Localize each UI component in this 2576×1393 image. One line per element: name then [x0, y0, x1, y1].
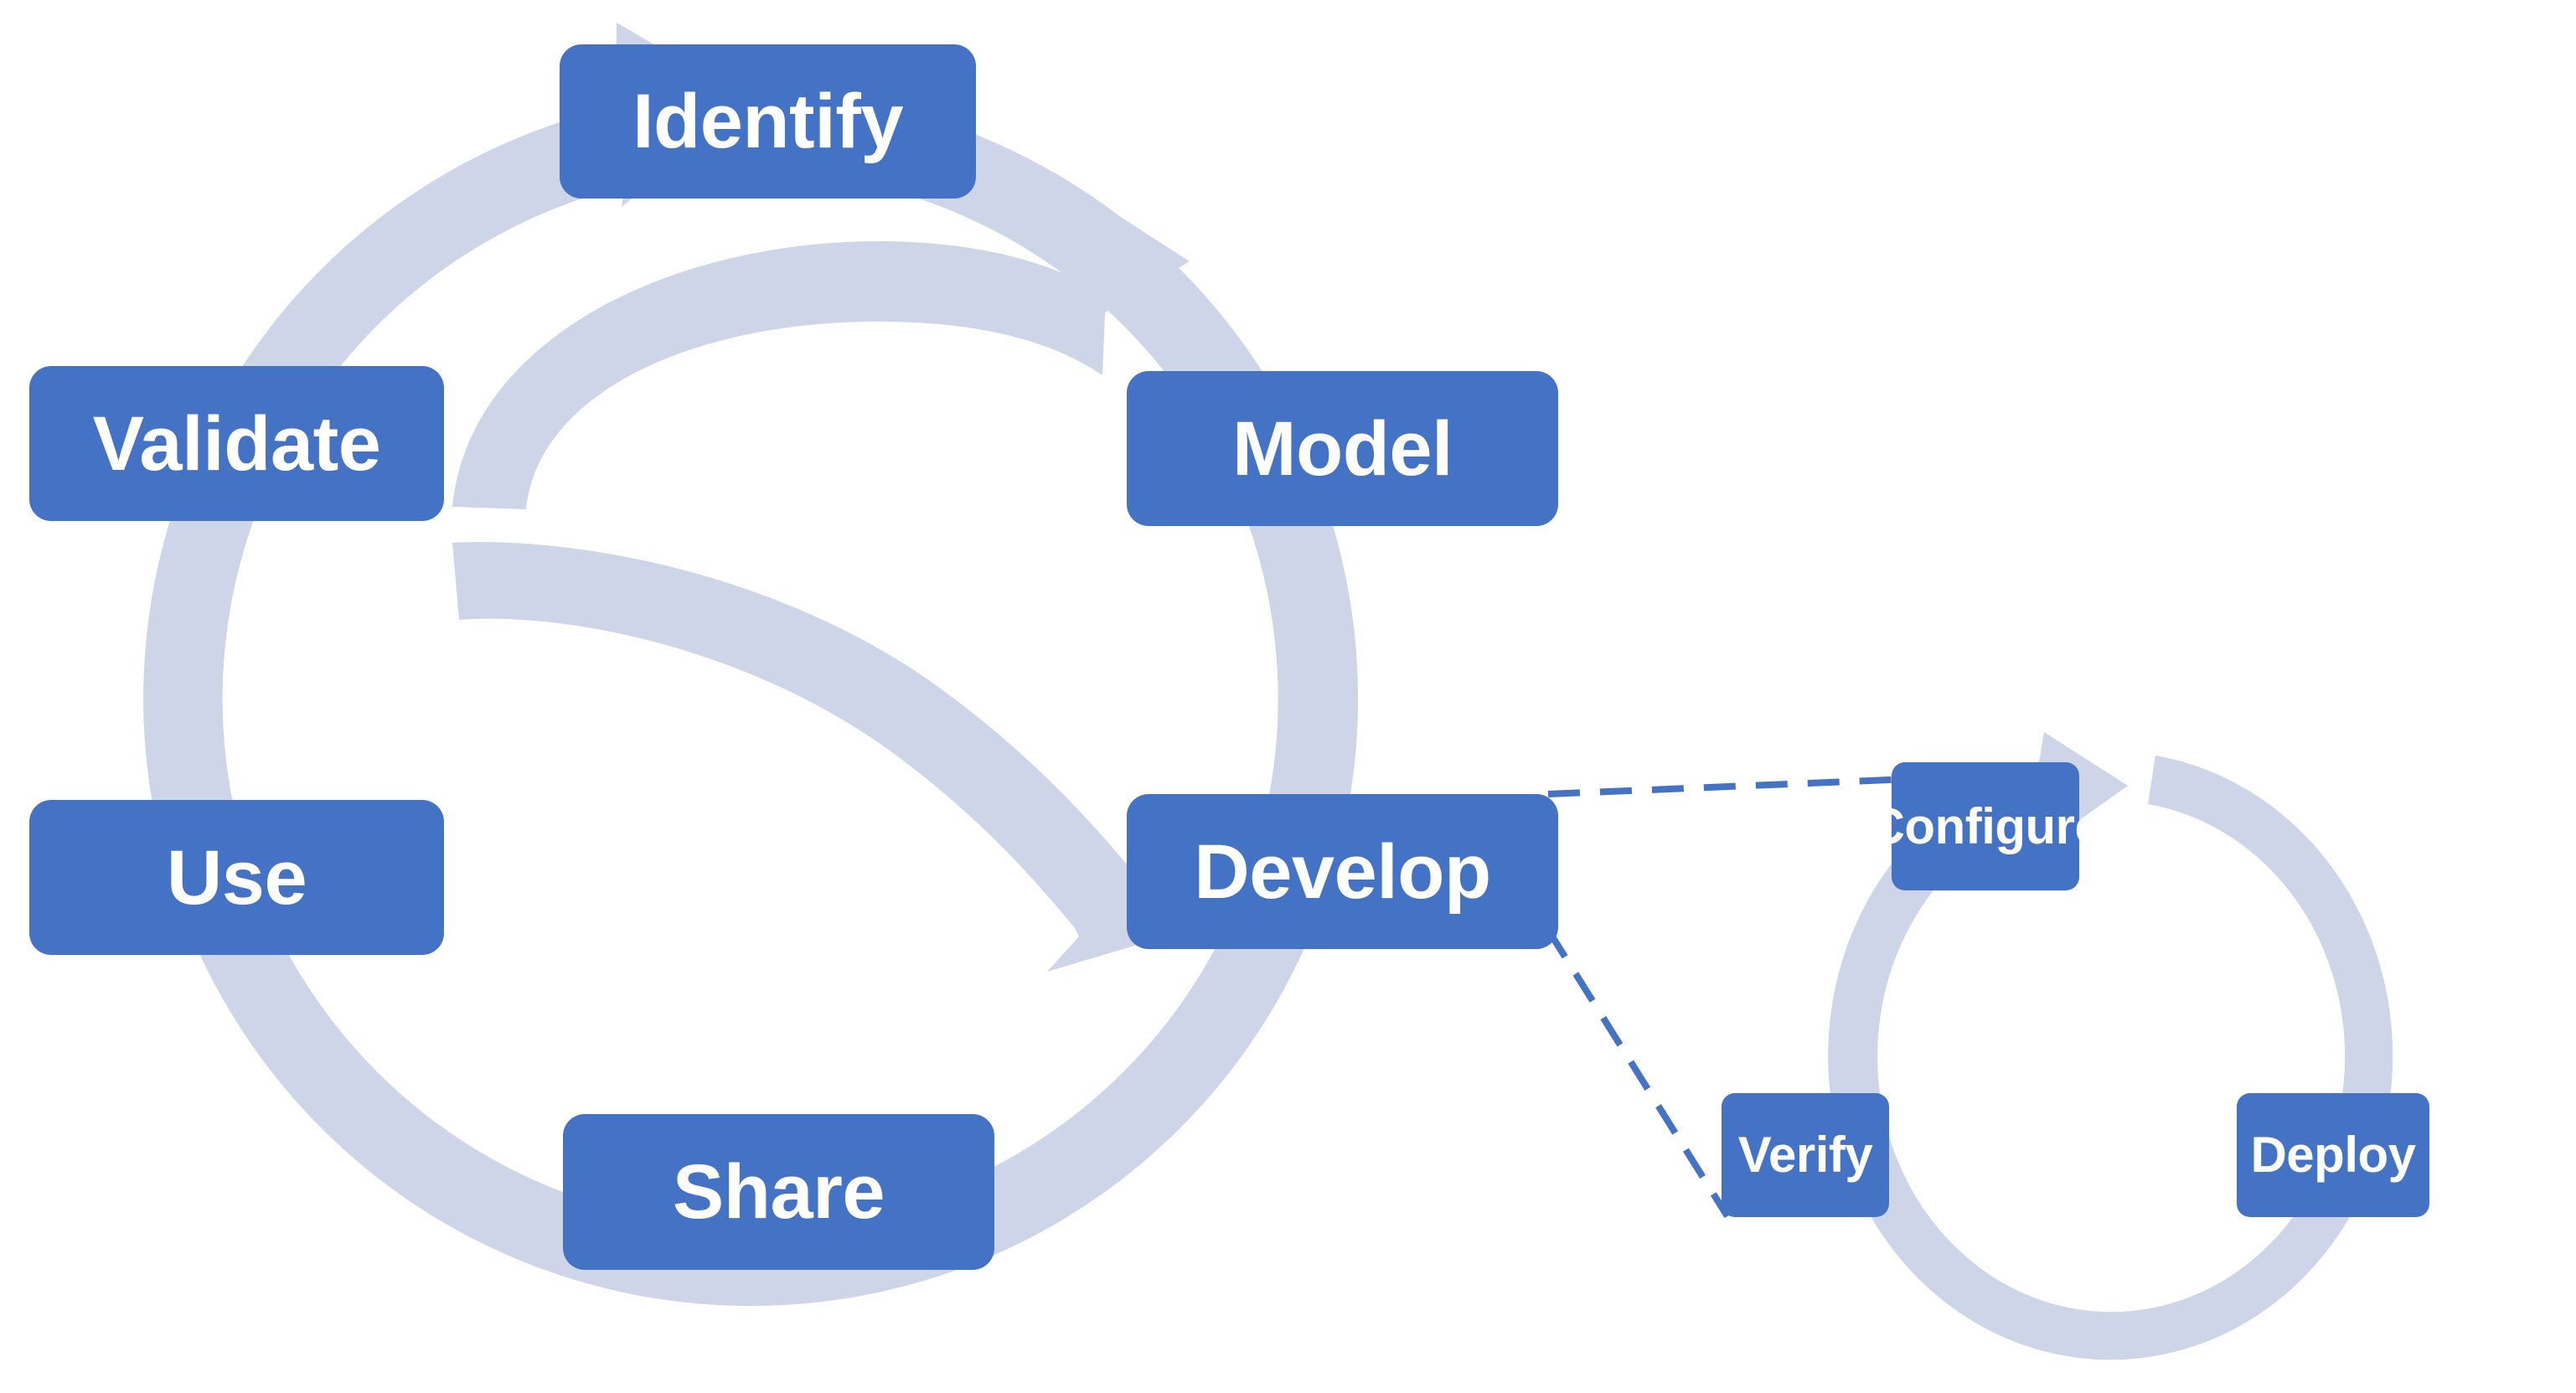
inner-arrow-validate-to-develop	[452, 542, 1188, 972]
node-use-label: Use	[166, 834, 307, 921]
connector-develop-to-verify	[1545, 927, 1731, 1219]
node-deploy-label: Deploy	[2250, 1127, 2416, 1183]
node-deploy[interactable]: Deploy	[2237, 1093, 2429, 1217]
node-validate-label: Validate	[92, 400, 381, 487]
node-validate[interactable]: Validate	[29, 366, 444, 521]
node-identify-label: Identify	[632, 79, 904, 164]
node-share[interactable]: Share	[563, 1114, 994, 1270]
node-verify[interactable]: Verify	[1722, 1093, 1889, 1217]
node-model-label: Model	[1231, 405, 1453, 492]
node-share-label: Share	[672, 1149, 885, 1235]
node-develop-label: Develop	[1194, 828, 1491, 915]
node-develop[interactable]: Develop	[1127, 794, 1558, 949]
node-configure-label: Configure	[1868, 797, 2103, 854]
node-use[interactable]: Use	[29, 800, 444, 955]
node-configure[interactable]: Configure	[1869, 762, 2103, 890]
node-verify-label: Verify	[1737, 1127, 1873, 1183]
inner-arrow-validate-to-model	[452, 186, 1190, 509]
node-identify[interactable]: Identify	[560, 44, 976, 199]
node-model[interactable]: Model	[1127, 371, 1558, 526]
